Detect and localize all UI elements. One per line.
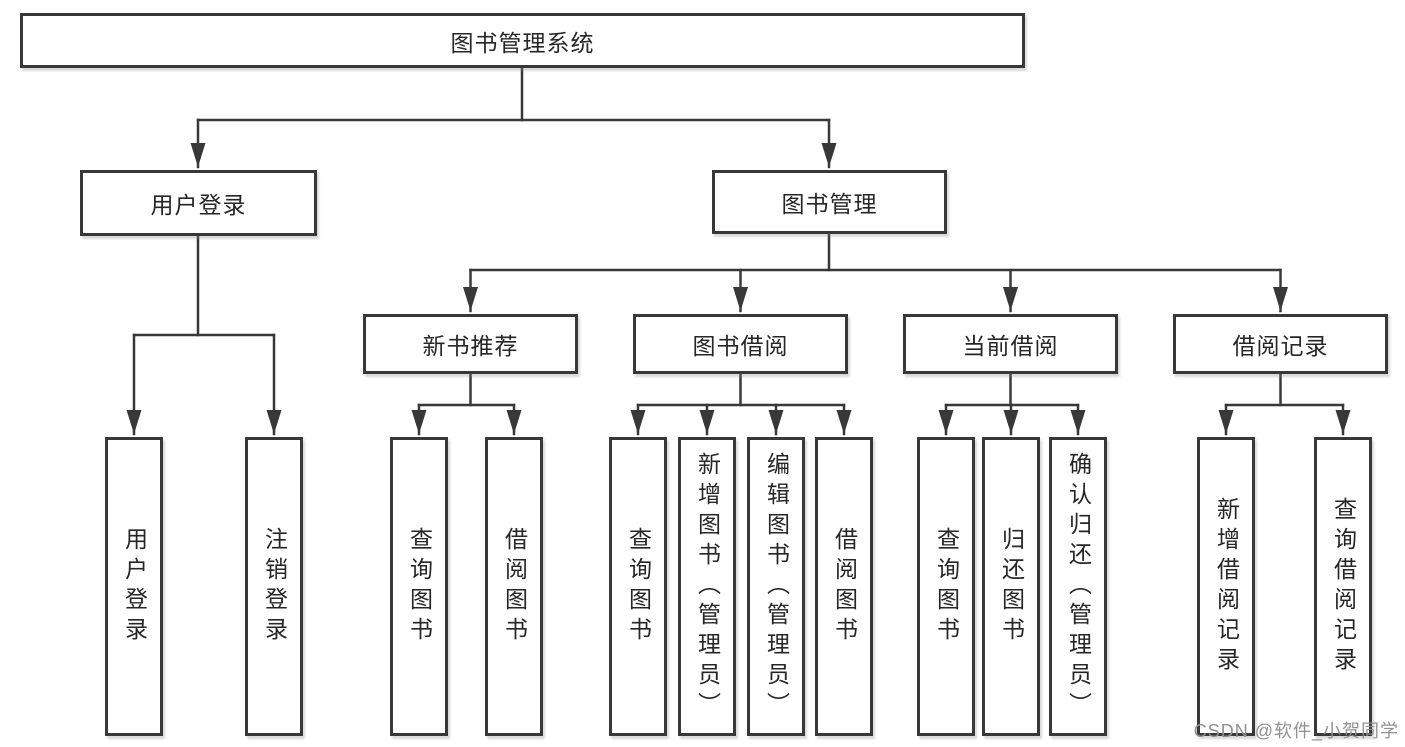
leaf-logout-login: 注销登录 [245, 437, 303, 736]
leaf-edit-books-admin: 编辑图书（管理员） [747, 437, 805, 736]
connector-user-login-children [126, 234, 282, 436]
connector-root-to-level2 [190, 64, 837, 169]
leaf-confirm-return-admin: 确认归还（管理员） [1049, 437, 1107, 736]
leaf-add-borrow-record: 新增借阅记录 [1197, 437, 1255, 736]
node-book-management: 图书管理 [712, 170, 947, 234]
leaf-add-books-admin: 新增图书（管理员） [678, 437, 736, 736]
connector-borrowing-records-children [1218, 372, 1351, 436]
leaf-query-books-borrowing: 查询图书 [609, 437, 667, 736]
leaf-borrow-books-recommend: 借阅图书 [485, 437, 543, 736]
node-current-borrowing: 当前借阅 [903, 314, 1118, 374]
node-borrowing-records: 借阅记录 [1173, 314, 1388, 374]
node-user-login: 用户登录 [80, 170, 317, 236]
leaf-borrow-books-borrowing: 借阅图书 [815, 437, 873, 736]
csdn-watermark: CSDN @软件_小贺同学 [1193, 721, 1399, 741]
leaf-return-books: 归还图书 [982, 437, 1040, 736]
leaf-user-login: 用户登录 [105, 437, 163, 736]
leaf-query-borrow-record: 查询借阅记录 [1314, 437, 1372, 736]
connector-current-borrowing-children [938, 372, 1086, 436]
leaf-query-books-recommend: 查询图书 [390, 437, 448, 736]
connector-new-book-recommendation-children [411, 372, 522, 436]
connector-book-management-children [463, 232, 1288, 313]
node-book-borrowing: 图书借阅 [633, 314, 848, 374]
connector-book-borrowing-children [630, 372, 852, 436]
leaf-query-books-current: 查询图书 [917, 437, 975, 736]
node-new-book-recommendation: 新书推荐 [363, 314, 578, 374]
node-library-management-system: 图书管理系统 [20, 13, 1025, 68]
